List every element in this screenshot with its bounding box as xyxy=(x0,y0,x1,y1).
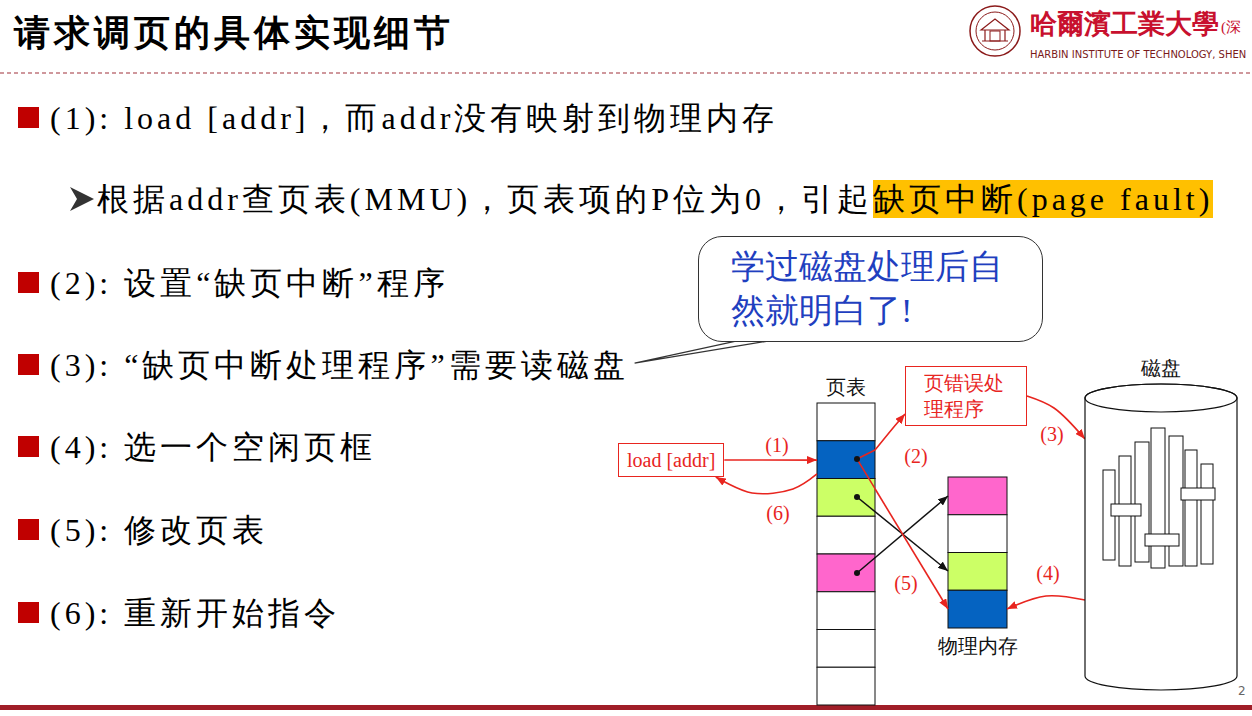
footer-bar xyxy=(0,705,1252,710)
physical-memory: 物理内存 xyxy=(948,477,1007,628)
memory-frames xyxy=(948,477,1007,628)
step-number: (1) xyxy=(763,434,790,456)
university-emblem xyxy=(970,6,1020,56)
flow-arrow xyxy=(716,474,817,494)
bullet-text: (1): load [addr]，而addr没有映射到物理内存 xyxy=(50,100,778,137)
instruction-text: load [addr] xyxy=(627,448,715,472)
column-heading: 物理内存 xyxy=(878,634,1078,658)
step-number: (4) xyxy=(1034,562,1061,584)
callout-tail xyxy=(635,339,778,363)
flow-arrow xyxy=(875,489,948,609)
header-rule xyxy=(0,72,1252,73)
handler-text: 页错误处理程序 xyxy=(924,370,1008,422)
bullet-text: (2): 设置“缺页中断”程序 xyxy=(50,265,449,302)
page-table-cells xyxy=(817,403,875,705)
sub-bullet-arrow xyxy=(70,187,94,211)
callout-bubble: 学过磁盘处理后自然就明白了! xyxy=(698,236,1043,342)
disk-heading: 磁盘 xyxy=(1061,356,1252,380)
page-number: 2 xyxy=(1238,685,1246,699)
step-number: (2) xyxy=(902,445,929,467)
campus-name: (深 xyxy=(1221,19,1241,36)
flow-arrow xyxy=(1007,596,1085,609)
university-name-en: HARBIN INSTITUTE OF TECHNOLOGY, SHEN xyxy=(1030,49,1246,61)
step-number: (6) xyxy=(764,502,791,524)
bullet-square xyxy=(18,107,39,623)
flow-arrow xyxy=(724,459,817,461)
bullet-text: (6): 重新开始指令 xyxy=(50,595,340,632)
university-name: 哈爾濱工業大學 xyxy=(1030,9,1219,40)
slide-title: 请求调页的具体实现细节 xyxy=(14,12,454,53)
bullet-text: (4): 选一个空闲页框 xyxy=(50,429,376,466)
entry-lead xyxy=(857,450,875,489)
flow-arrow xyxy=(875,414,905,450)
disk-drawing xyxy=(1085,384,1237,690)
bullet-text: (3): “缺页中断处理程序”需要读磁盘 xyxy=(50,347,629,384)
sub-bullet-text: 根据addr查页表(MMU)，页表项的P位为0，引起 xyxy=(97,181,873,218)
handler-box: 页错误处理程序 xyxy=(905,366,1027,426)
entry-dot xyxy=(854,456,860,576)
page-table: 页表 xyxy=(817,403,875,705)
step-number: (3) xyxy=(1038,423,1065,445)
highlight-term: 缺页中断(page fault) xyxy=(873,180,1213,219)
bullet-text: (5): 修改页表 xyxy=(50,512,268,549)
step-number: (5) xyxy=(892,572,919,594)
disk: 磁盘 xyxy=(1085,384,1237,690)
instruction-box: load [addr] xyxy=(618,443,724,477)
callout-text: 学过磁盘处理后自然就明白了! xyxy=(731,245,1010,333)
